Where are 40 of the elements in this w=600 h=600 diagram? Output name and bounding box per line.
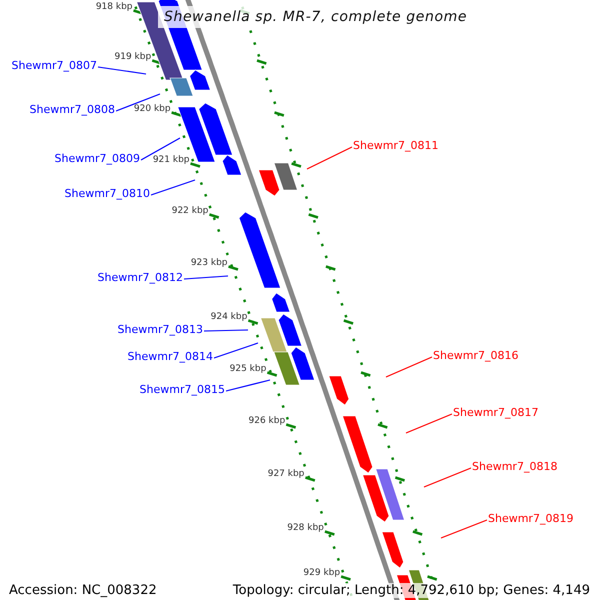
leader-line xyxy=(184,275,228,280)
scale-label: 919 kbp xyxy=(114,53,152,62)
leader-line xyxy=(116,93,160,112)
gene-label: Shewmr7_0810 xyxy=(64,188,150,199)
scale-label: 928 kbp xyxy=(287,524,324,533)
genome-summary-text: Topology: circular; Length: 4,792,610 bp; Genes: 4,149 xyxy=(232,583,590,598)
scale-label: 921 kbp xyxy=(152,156,190,165)
leader-line xyxy=(204,329,248,332)
gene-label: Shewmr7_0812 xyxy=(98,272,183,283)
scale-label: 924 kbp xyxy=(210,313,248,322)
accession-text: Accession: NC_008322 xyxy=(9,583,157,598)
scale-label: 925 kbp xyxy=(230,365,266,374)
gene-label: Shewmr7_0809 xyxy=(54,153,140,164)
gene-label: Shewmr7_0819 xyxy=(488,513,574,524)
scale-label: 918 kbp xyxy=(96,3,132,12)
leader-line xyxy=(140,138,180,160)
gene-label: Shewmr7_0808 xyxy=(30,104,115,115)
leader-line xyxy=(424,468,472,488)
leader-line xyxy=(150,179,196,196)
leader-line xyxy=(386,356,432,378)
gene-label: Shewmr7_0816 xyxy=(433,350,518,361)
gene-label: Shewmr7_0811 xyxy=(353,140,438,151)
gene-label: Shewmr7_0818 xyxy=(472,461,558,472)
gene-label: Shewmr7_0813 xyxy=(118,324,203,335)
leader-line xyxy=(306,146,352,170)
scale-label: 923 kbp xyxy=(190,259,228,268)
scale-label: 929 kbp xyxy=(303,569,340,578)
leader-line xyxy=(406,414,452,434)
gene-label: Shewmr7_0814 xyxy=(128,351,213,362)
leader-line xyxy=(214,342,258,359)
leader-line xyxy=(98,66,146,75)
scale-label: 927 kbp xyxy=(268,470,304,479)
scale-label: 922 kbp xyxy=(172,207,208,216)
gene-label: Shewmr7_0807 xyxy=(12,60,97,71)
gene-label: Shewmr7_0815 xyxy=(140,384,225,395)
leader-line xyxy=(440,519,488,539)
gene-label: Shewmr7_0817 xyxy=(453,407,538,418)
scale-label: 926 kbp xyxy=(248,417,286,426)
scale-label: 920 kbp xyxy=(134,105,171,114)
leader-line xyxy=(226,379,270,392)
